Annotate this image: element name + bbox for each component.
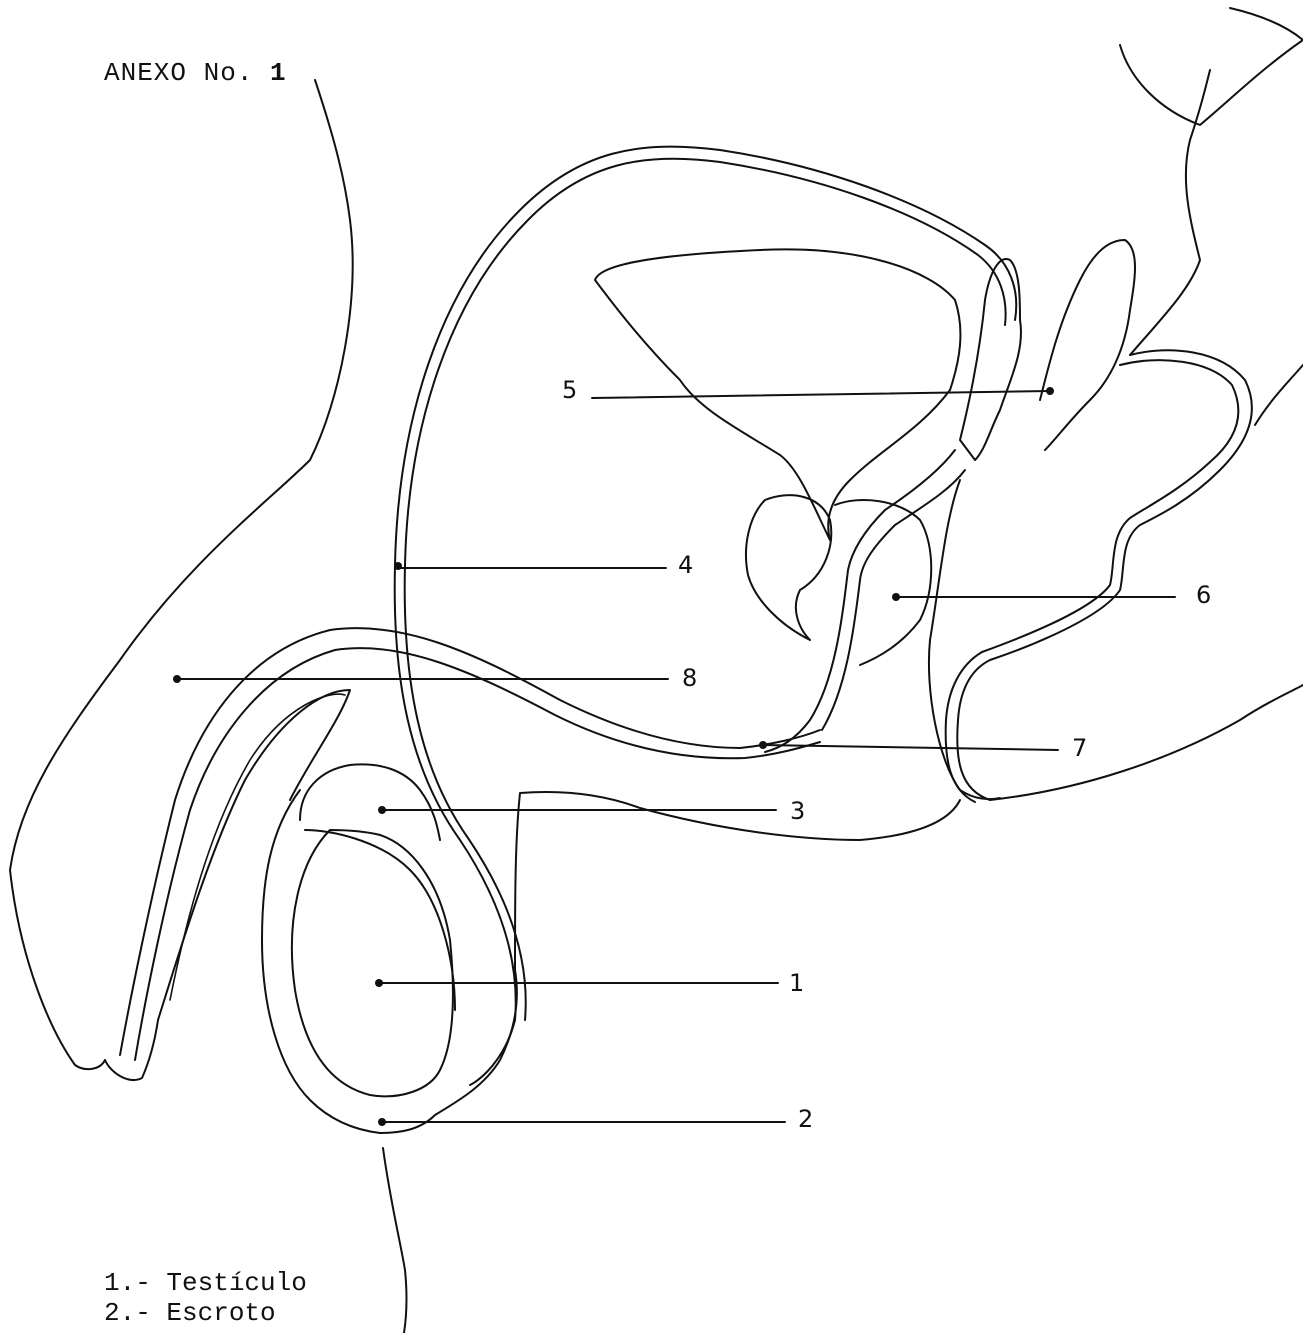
seminal-vesicle-right [1040, 240, 1135, 450]
leader-dot-1 [375, 979, 383, 987]
label-3: 3 [790, 797, 805, 825]
label-7: 7 [1072, 734, 1087, 762]
page-title: ANEXO No. 1 [104, 58, 287, 88]
perineum-outline [515, 792, 960, 970]
back-outline [1255, 365, 1303, 425]
label-2: 2 [798, 1105, 813, 1133]
leader-dot-3 [378, 806, 386, 814]
label-4: 4 [678, 551, 693, 579]
legend-item-1: 1.- Testículo [104, 1268, 307, 1298]
seminal-vesicle [960, 259, 1021, 460]
leader-dot-5 [1046, 387, 1054, 395]
title-number: 1 [270, 58, 287, 88]
top-right-outline [1230, 8, 1303, 40]
rectum-outer [957, 350, 1252, 800]
thigh-line [383, 1148, 407, 1333]
label-1: 1 [789, 969, 804, 997]
prostate [835, 500, 931, 665]
testicle [292, 830, 453, 1096]
leader-line-7 [763, 745, 1058, 750]
leader-dot-4 [394, 562, 402, 570]
bladder-outer-inner [405, 159, 1006, 565]
penis-shaft-lower [158, 690, 350, 1020]
body-outline-front [10, 80, 353, 1069]
title-prefix: ANEXO No. [104, 58, 253, 88]
urethra [170, 694, 345, 1000]
leader-line-5 [592, 391, 1050, 398]
spine-outline [1120, 40, 1303, 125]
leader-dot-8 [173, 675, 181, 683]
bladder-outer [395, 147, 1016, 565]
label-8: 8 [682, 664, 697, 692]
leader-dot-2 [378, 1118, 386, 1126]
label-6: 6 [1196, 581, 1211, 609]
epididymis [300, 764, 440, 840]
scrotum [262, 790, 517, 1133]
anal-canal [929, 480, 1000, 799]
leader-dot-7 [759, 741, 767, 749]
legend: 1.- Testículo 2.- Escroto [104, 1268, 307, 1328]
buttock-outline [990, 685, 1303, 800]
leader-dot-6 [892, 593, 900, 601]
sacrum-outline [1130, 70, 1210, 355]
rectum-inner [946, 360, 1239, 802]
label-5: 5 [562, 376, 577, 404]
penis-lower-outline [105, 1020, 158, 1080]
legend-item-2: 2.- Escroto [104, 1298, 307, 1328]
